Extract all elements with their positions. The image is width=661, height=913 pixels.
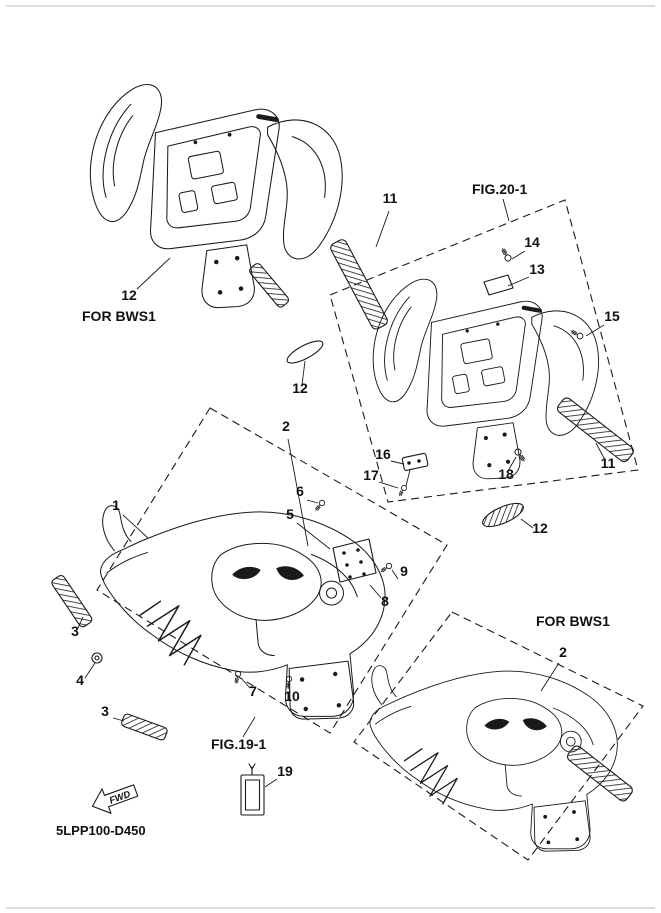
bolt-14 — [499, 246, 513, 263]
bolt-15 — [569, 327, 585, 341]
graphic-decal-11-lower — [557, 397, 634, 463]
callout-11-upper: 11 — [383, 190, 398, 206]
callout-3-lower: 3 — [101, 703, 109, 719]
callout-15: 15 — [604, 308, 620, 324]
patch-plate-5-8 — [332, 538, 377, 583]
callout-13: 13 — [529, 261, 545, 277]
callout-1: 1 — [112, 497, 120, 513]
fwd-direction-marker: FWD — [91, 784, 139, 814]
fig19-group: 2 1 6 5 9 8 3 4 7 10 3 FIG.19-1 — [51, 407, 448, 752]
callout-4: 4 — [76, 672, 84, 688]
rear-fender-drawing-bws1 — [89, 83, 343, 309]
callout-12-lower: 12 — [532, 520, 548, 536]
fwd-arrow-icon — [91, 784, 139, 814]
fig19-leader-lines — [77, 438, 399, 738]
callout-2-bws1: 2 — [559, 644, 567, 660]
emblem-decal-12-lower — [482, 502, 524, 528]
front-fender-drawing-fig19 — [99, 504, 386, 720]
callout-7: 7 — [249, 683, 257, 699]
leader-line-12-top — [136, 257, 171, 290]
callout-12-left: 12 — [292, 380, 308, 396]
callout-2-fig19: 2 — [282, 418, 290, 434]
callout-14: 14 — [524, 234, 540, 250]
callout-16: 16 — [375, 446, 391, 462]
callout-3-upper: 3 — [71, 623, 79, 639]
callout-17: 17 — [363, 467, 379, 483]
graphic-decal-11-upper — [330, 239, 388, 330]
callout-5: 5 — [286, 506, 294, 522]
callout-6: 6 — [296, 483, 304, 499]
graphic-decal-3-upper — [51, 575, 93, 628]
leader-line-19 — [264, 778, 278, 788]
rear-fender-assembly-bws1-top: 12 FOR BWS1 — [82, 83, 343, 324]
part-code-label: 5LPP100-D450 — [56, 823, 146, 838]
item-19-sticker: 19 — [240, 763, 293, 816]
bracket-16 — [401, 452, 429, 471]
callout-18: 18 — [498, 466, 514, 482]
graphic-decal-bws1-bottom — [567, 745, 633, 802]
screw-9 — [379, 561, 394, 575]
screw-6 — [313, 498, 327, 513]
fwd-label: FWD — [108, 789, 132, 807]
callout-9: 9 — [400, 563, 408, 579]
for-bws1-bottom-label: FOR BWS1 — [536, 613, 610, 629]
rear-fender-drawing-fig20 — [372, 278, 599, 480]
callout-11-lower: 11 — [601, 455, 616, 471]
bracket-16-hole — [407, 461, 411, 465]
leader-line-2-bws1 — [540, 662, 560, 692]
fig19-dashed-boundary — [96, 407, 448, 734]
fig20-label: FIG.20-1 — [472, 181, 527, 197]
washer-4 — [91, 652, 103, 664]
patch-plate-holes — [342, 548, 366, 579]
callout-19: 19 — [277, 763, 293, 779]
callout-12-top-assembly: 12 — [121, 287, 137, 303]
bws1-bottom-dashed-boundary — [353, 611, 644, 861]
callout-10: 10 — [284, 688, 300, 704]
fig20-group: FIG.20-1 11 — [286, 181, 639, 536]
bracket-16-screw-line — [405, 469, 411, 487]
fig20-dashed-boundary — [329, 199, 639, 503]
callout-8: 8 — [381, 593, 389, 609]
emblem-decal-12-left — [286, 340, 324, 364]
graphic-decal-12-top — [249, 263, 290, 308]
front-fender-assembly-bws1-bottom: FOR BWS1 2 — [353, 611, 644, 861]
fig19-label: FIG.19-1 — [211, 736, 266, 752]
fig20-label-leader — [502, 198, 510, 222]
plate-13 — [483, 274, 514, 296]
bracket-16-hole-2 — [417, 459, 421, 463]
graphic-decal-3-lower — [121, 713, 168, 741]
for-bws1-top-label: FOR BWS1 — [82, 308, 156, 324]
fig20-leader-lines — [301, 210, 606, 529]
screw-17 — [396, 484, 408, 498]
